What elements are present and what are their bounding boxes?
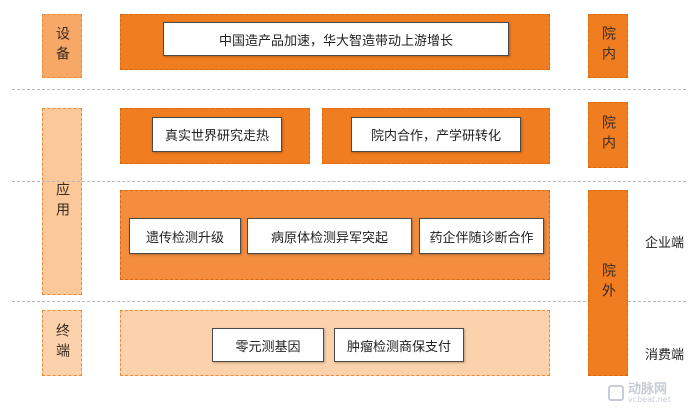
tumor-insurance-box: 肿瘤检测商保支付 xyxy=(334,328,464,362)
right-label-inhouse-2: 院内 xyxy=(588,102,628,168)
device-main-text: 中国造产品加速，华大智造带动上游增长 xyxy=(218,33,453,49)
inhouse-2-text: 院内 xyxy=(600,115,616,155)
outside-text: 院外 xyxy=(600,263,616,303)
terminal-label-text: 终端 xyxy=(54,323,70,363)
right-label-inhouse-1: 院内 xyxy=(588,14,628,78)
genetic-test-box: 遗传检测升级 xyxy=(129,218,241,254)
genetic-test-text: 遗传检测升级 xyxy=(145,230,224,246)
device-main-box: 中国造产品加速，华大智造带动上游增长 xyxy=(163,22,509,56)
pathogen-test-box: 病原体检测异军突起 xyxy=(247,218,412,254)
real-world-box: 真实世界研究走热 xyxy=(152,117,282,152)
watermark-name: 动脉网 xyxy=(628,381,668,397)
watermark: 动脉网 vcbeat.net xyxy=(608,378,698,408)
left-label-application: 应用 xyxy=(42,108,82,295)
left-label-terminal: 终端 xyxy=(42,310,82,376)
divider-3 xyxy=(12,301,686,302)
divider-1 xyxy=(12,89,686,90)
application-label-text: 应用 xyxy=(54,181,70,222)
zero-gene-box: 零元测基因 xyxy=(212,328,324,362)
inhouse-1-text: 院内 xyxy=(600,26,616,66)
left-label-device: 设备 xyxy=(42,14,82,78)
zero-gene-text: 零元测基因 xyxy=(235,339,301,355)
pathogen-test-text: 病原体检测异军突起 xyxy=(270,230,388,246)
right-label-outside: 院外 xyxy=(588,190,628,376)
tumor-insurance-text: 肿瘤检测商保支付 xyxy=(346,339,451,355)
enterprise-label: 企业端 xyxy=(645,236,685,251)
pharma-coop-box: 药企伴随诊断合作 xyxy=(419,218,544,254)
consumer-label: 消费端 xyxy=(645,348,685,363)
pharma-coop-text: 药企伴随诊断合作 xyxy=(429,230,534,246)
inhouse-coop-text: 院内合作，产学研转化 xyxy=(370,129,501,144)
watermark-logo-icon xyxy=(608,385,624,401)
device-label-text: 设备 xyxy=(54,26,70,66)
inhouse-coop-box: 院内合作，产学研转化 xyxy=(351,117,521,152)
divider-2 xyxy=(12,181,686,182)
watermark-url: vcbeat.net xyxy=(628,394,671,404)
real-world-text: 真实世界研究走热 xyxy=(164,129,269,144)
